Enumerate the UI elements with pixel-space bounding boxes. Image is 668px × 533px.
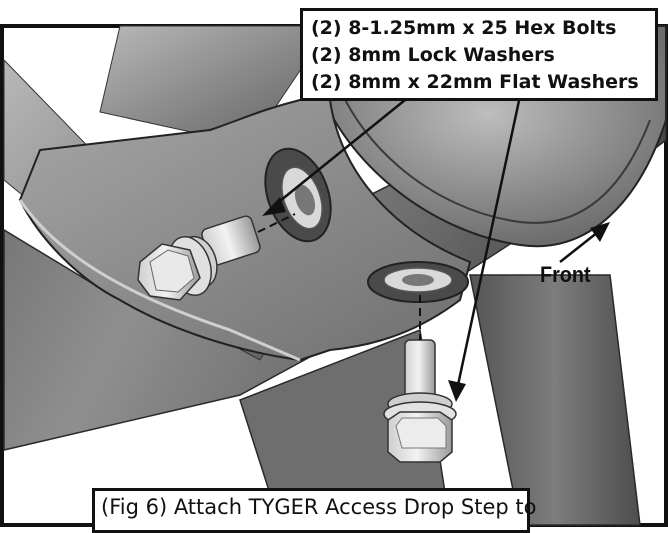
tube-right-lower bbox=[469, 274, 641, 526]
parts-line-lock-washers: (2) 8mm Lock Washers bbox=[311, 44, 555, 66]
hex-bolt-horizontal bbox=[137, 215, 261, 301]
front-direction-arrow bbox=[559, 222, 610, 263]
parts-line-bolts: (2) 8-1.25mm x 25 Hex Bolts bbox=[311, 17, 617, 39]
parts-callout-box: (2) 8-1.25mm x 25 Hex Bolts (2) 8mm Lock… bbox=[300, 8, 658, 101]
front-direction-label: Front bbox=[540, 262, 591, 287]
parts-line-flat-washers: (2) 8mm x 22mm Flat Washers bbox=[311, 71, 639, 93]
callout-arrow-to-upper-bolt bbox=[262, 95, 411, 216]
hex-bolt-vertical bbox=[383, 339, 457, 463]
callout-arrow-to-lower-bolt bbox=[448, 95, 522, 402]
cylinder-rim bbox=[329, 59, 651, 224]
bracket-edge bbox=[18, 199, 301, 362]
figure-caption: (Fig 6) Attach TYGER Access Drop Step to bbox=[92, 488, 536, 533]
alignment-line-upper bbox=[257, 213, 296, 233]
